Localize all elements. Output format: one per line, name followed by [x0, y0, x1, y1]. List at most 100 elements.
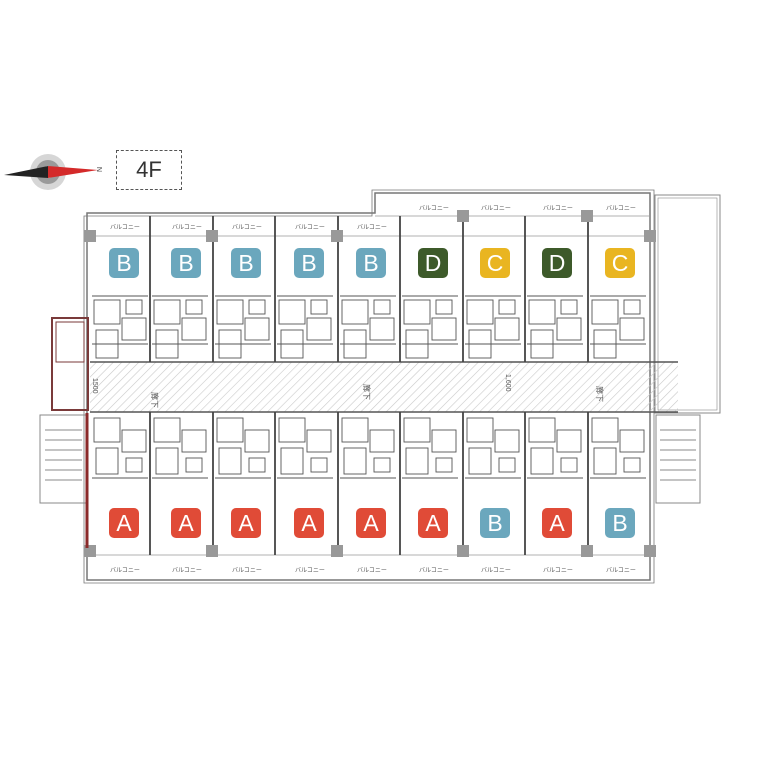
corridor-label: 廊下 [595, 386, 605, 402]
top-unit-badge: B [294, 248, 324, 278]
bottom-unit-badge: A [356, 508, 386, 538]
bathroom [278, 299, 306, 325]
washroom [369, 429, 395, 453]
washroom [431, 317, 457, 341]
bathroom [216, 299, 244, 325]
washroom [556, 317, 582, 341]
closet [623, 299, 641, 315]
columns [84, 210, 656, 557]
washroom [306, 429, 332, 453]
balcony-label: バルコニー [357, 567, 387, 574]
closet [498, 457, 516, 473]
closet [498, 299, 516, 315]
washroom [181, 317, 207, 341]
balcony-top [87, 215, 650, 237]
washroom [494, 317, 520, 341]
balcony-label: バルコニー [481, 205, 511, 212]
balcony-label: バルコニー [232, 224, 262, 231]
balcony-label: バルコニー [606, 567, 636, 574]
bottom-unit-badge: A [109, 508, 139, 538]
balcony-label: バルコニー [543, 567, 573, 574]
washroom [244, 317, 270, 341]
unit-walls-bottom [149, 412, 589, 555]
toilet [95, 447, 119, 475]
bottom-unit-badge: A [294, 508, 324, 538]
bathroom [528, 299, 556, 325]
washroom [619, 317, 645, 341]
corridor-width-label: 1500 [91, 378, 98, 394]
top-unit-badge: D [542, 248, 572, 278]
washroom [181, 429, 207, 453]
balcony-label: バルコニー [110, 567, 140, 574]
washroom [431, 429, 457, 453]
toilet [593, 447, 617, 475]
bathroom [403, 417, 431, 443]
balcony-label: バルコニー [357, 224, 387, 231]
toilet [343, 447, 367, 475]
toilet [280, 447, 304, 475]
corridor [90, 361, 678, 413]
toilet [405, 447, 429, 475]
balcony-label: バルコニー [295, 567, 325, 574]
bathroom [153, 299, 181, 325]
corridor-label: 廊下 [150, 392, 160, 408]
closet [310, 299, 328, 315]
compass-north-label: N [97, 166, 105, 173]
bathroom [591, 299, 619, 325]
balcony-labels: バルコニーバルコニーバルコニーバルコニーバルコニーバルコニーバルコニーバルコニー… [110, 205, 636, 574]
top-unit-badge: B [109, 248, 139, 278]
closet [125, 299, 143, 315]
bottom-unit-badge: A [231, 508, 261, 538]
balcony-label: バルコニー [543, 205, 573, 212]
bathroom [341, 417, 369, 443]
washroom [556, 429, 582, 453]
compass-icon [4, 154, 98, 190]
closet [185, 299, 203, 315]
washroom [619, 429, 645, 453]
floor-label: 4F [116, 150, 182, 190]
bottom-unit-badge: A [171, 508, 201, 538]
closet [373, 457, 391, 473]
stair-core-left [51, 317, 89, 411]
closet [560, 457, 578, 473]
balcony-label: バルコニー [419, 205, 449, 212]
exterior-stair-right [655, 414, 701, 504]
top-unit-badge: B [356, 248, 386, 278]
balcony-label: バルコニー [419, 567, 449, 574]
bottom-unit-badge: B [605, 508, 635, 538]
closet [248, 299, 266, 315]
bathroom [93, 299, 121, 325]
closet [125, 457, 143, 473]
bathroom [403, 299, 431, 325]
bathroom [466, 417, 494, 443]
bathroom [341, 299, 369, 325]
bottom-unit-badge: A [542, 508, 572, 538]
balcony-label: バルコニー [172, 567, 202, 574]
washroom [121, 317, 147, 341]
toilet [468, 447, 492, 475]
closet [623, 457, 641, 473]
bathroom [591, 417, 619, 443]
closet [435, 299, 453, 315]
balcony-label: バルコニー [295, 224, 325, 231]
balcony-label: バルコニー [232, 567, 262, 574]
bathroom [216, 417, 244, 443]
bathroom [466, 299, 494, 325]
bathroom [93, 417, 121, 443]
balcony-label: バルコニー [110, 224, 140, 231]
closet [435, 457, 453, 473]
bathroom [278, 417, 306, 443]
closet [185, 457, 203, 473]
top-unit-badge: C [480, 248, 510, 278]
corridor-label: 廊下 [362, 384, 372, 400]
top-unit-badge: B [231, 248, 261, 278]
top-unit-badge: D [418, 248, 448, 278]
balcony-label: バルコニー [172, 224, 202, 231]
building-outline [83, 189, 655, 584]
bathroom [153, 417, 181, 443]
top-unit-badge: B [171, 248, 201, 278]
bottom-unit-badge: A [418, 508, 448, 538]
closet [310, 457, 328, 473]
exterior-stair-left [39, 414, 89, 504]
